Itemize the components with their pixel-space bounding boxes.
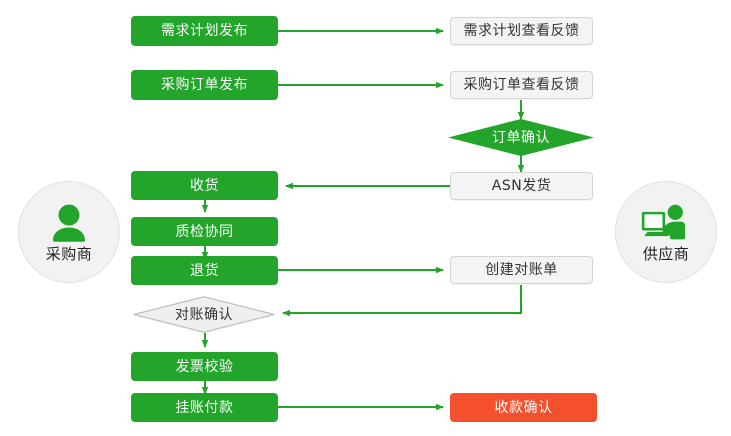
node-label: 挂账付款 [175,399,234,416]
node-label: 需求计划查看反馈 [463,23,580,39]
user-at-computer-icon [641,204,686,240]
node-payment-posting[interactable]: 挂账付款 [131,393,278,422]
node-receipt-confirm[interactable]: 收款确认 [450,393,597,422]
node-label: 订单确认 [492,129,550,146]
node-quality-collab[interactable]: 质检协同 [131,217,278,246]
node-po-feedback[interactable]: 采购订单查看反馈 [450,71,593,99]
node-order-confirm[interactable]: 订单确认 [448,119,594,156]
node-goods-receipt[interactable]: 收货 [131,171,278,200]
diamond-shape-plain [133,296,275,333]
node-label: 收款确认 [494,399,553,416]
node-label: 发票校验 [175,358,234,375]
node-po-publish[interactable]: 采购订单发布 [131,70,278,100]
node-label: 采购订单发布 [161,77,248,93]
node-label: ASN发货 [491,178,552,194]
diamond-shape-green [448,119,594,156]
node-label: 质检协同 [175,223,234,240]
node-label: 收货 [190,177,219,194]
node-statement-confirm[interactable]: 对账确认 [133,296,275,333]
node-label: 退货 [190,262,219,279]
actor-buyer-label: 采购商 [45,245,93,263]
node-label: 采购订单查看反馈 [463,77,580,93]
actor-buyer[interactable]: 采购商 [18,181,120,283]
node-label: 对账确认 [175,306,233,323]
node-create-statement[interactable]: 创建对账单 [450,256,593,284]
user-silhouette-icon [53,204,85,242]
node-demand-plan-publish[interactable]: 需求计划发布 [131,16,278,46]
node-asn-shipment[interactable]: ASN发货 [450,172,593,200]
actor-supplier-label: 供应商 [642,245,690,263]
node-invoice-verify[interactable]: 发票校验 [131,352,278,381]
actor-supplier[interactable]: 供应商 [615,181,717,283]
node-label: 需求计划发布 [161,23,248,39]
edge-create-statement-to-statement-confirm [282,285,522,317]
node-return-goods[interactable]: 退货 [131,256,278,285]
node-demand-plan-feedback[interactable]: 需求计划查看反馈 [450,17,593,45]
node-label: 创建对账单 [485,262,558,278]
